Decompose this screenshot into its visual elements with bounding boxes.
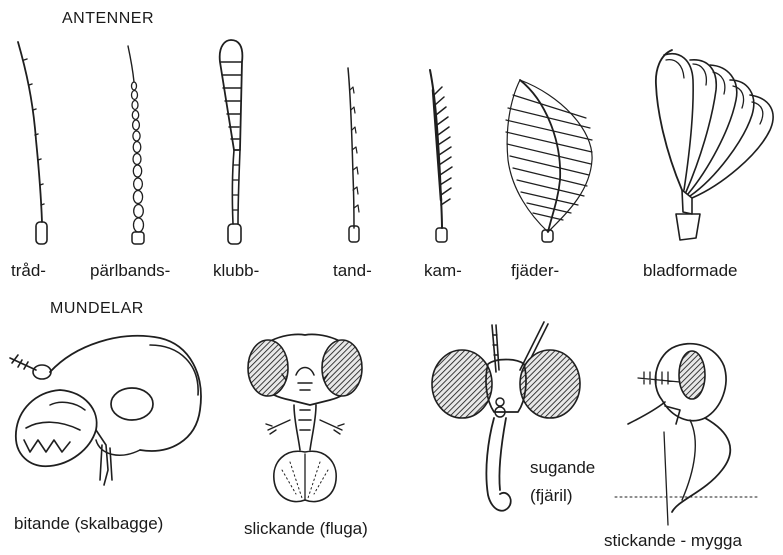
sponging-mouthparts-drawing bbox=[248, 334, 362, 501]
moniliform-antenna-drawing bbox=[128, 46, 144, 244]
clavate-antenna-drawing bbox=[220, 40, 243, 244]
antenna-label-filiform: tråd- bbox=[11, 262, 46, 279]
mouthpart-label-siphoning-note: (fjäril) bbox=[530, 487, 573, 504]
chewing-mouthparts-drawing bbox=[10, 336, 201, 485]
piercing-mouthparts-drawing bbox=[615, 344, 760, 525]
antenna-label-clavate: klubb- bbox=[213, 262, 259, 279]
mouthpart-label-siphoning: sugande bbox=[530, 459, 595, 476]
antenna-label-plumose: fjäder- bbox=[511, 262, 559, 279]
siphoning-mouthparts-drawing bbox=[432, 322, 580, 511]
plumose-antenna-drawing bbox=[506, 80, 592, 242]
pectinate-antenna-drawing bbox=[430, 70, 452, 242]
antenna-label-moniliform: pärlbands- bbox=[90, 262, 170, 279]
mouthpart-label-sponging: slickande (fluga) bbox=[244, 520, 368, 537]
antenna-label-pectinate: kam- bbox=[424, 262, 462, 279]
antenna-label-lamellate: bladformade bbox=[643, 262, 738, 279]
mouthpart-label-piercing: stickande - mygga bbox=[604, 532, 742, 549]
mouthpart-label-chewing: bitande (skalbagge) bbox=[14, 515, 163, 532]
serrate-antenna-drawing bbox=[348, 68, 359, 242]
lamellate-antenna-drawing bbox=[656, 50, 773, 240]
filiform-antenna-drawing bbox=[18, 42, 47, 244]
antenna-label-serrate: tand- bbox=[333, 262, 372, 279]
